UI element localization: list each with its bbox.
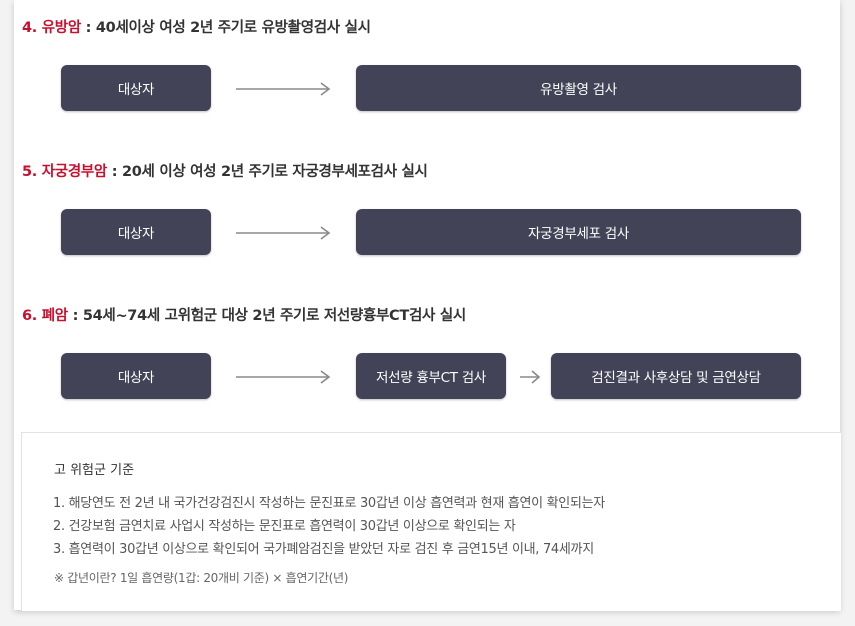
step-cervical-cytology: 자궁경부세포 검사	[356, 209, 801, 255]
section-name: 유방암	[41, 20, 81, 36]
step-target: 대상자	[61, 65, 211, 111]
section-number: 5.	[22, 164, 37, 180]
section-desc: : 20세 이상 여성 2년 주기로 자궁경부세포검사 실시	[106, 164, 428, 180]
criteria-item: 2. 건강보험 금연치료 사업시 작성하는 문진표로 흡연력이 30갑년 이상으…	[53, 519, 516, 534]
step-target: 대상자	[61, 209, 211, 255]
step-counseling: 검진결과 사후상담 및 금연상담	[551, 353, 801, 399]
section-desc: : 54세~74세 고위험군 대상 2년 주기로 저선량흉부CT검사 실시	[67, 308, 467, 324]
criteria-item: 1. 해당연도 전 2년 내 국가건강검진시 작성하는 문진표로 30갑년 이상…	[53, 496, 605, 511]
section-heading-breast: 4. 유방암 : 40세이상 여성 2년 주기로 유방촬영검사 실시	[22, 16, 371, 37]
step-mammography: 유방촬영 검사	[356, 65, 801, 111]
section-name: 폐암	[41, 308, 68, 324]
criteria-item: 3. 흡연력이 30갑년 이상으로 확인되어 국가폐암검진을 받았던 자로 검진…	[53, 542, 594, 557]
section-desc: : 40세이상 여성 2년 주기로 유방촬영검사 실시	[80, 20, 371, 36]
step-low-dose-ct: 저선량 흉부CT 검사	[356, 353, 506, 399]
arrow-right-icon	[236, 82, 332, 96]
arrow-right-icon	[520, 370, 542, 384]
pack-year-footnote: ※ 갑년이란? 1일 흡연량(1갑: 20개비 기준) × 흡연기간(년)	[54, 571, 349, 585]
arrow-right-icon	[236, 370, 332, 384]
step-target: 대상자	[61, 353, 211, 399]
section-name: 자궁경부암	[41, 164, 108, 180]
section-heading-cervical: 5. 자궁경부암 : 20세 이상 여성 2년 주기로 자궁경부세포검사 실시	[22, 160, 428, 181]
criteria-title: 고 위험군 기준	[54, 463, 135, 478]
section-heading-lung: 6. 폐암 : 54세~74세 고위험군 대상 2년 주기로 저선량흉부CT검사…	[22, 304, 466, 325]
high-risk-criteria-box: 고 위험군 기준 1. 해당연도 전 2년 내 국가건강검진시 작성하는 문진표…	[21, 432, 841, 611]
section-number: 6.	[22, 308, 37, 324]
arrow-right-icon	[236, 226, 332, 240]
section-number: 4.	[22, 20, 37, 36]
screening-card: 4. 유방암 : 40세이상 여성 2년 주기로 유방촬영검사 실시 대상자 유…	[14, 0, 841, 611]
